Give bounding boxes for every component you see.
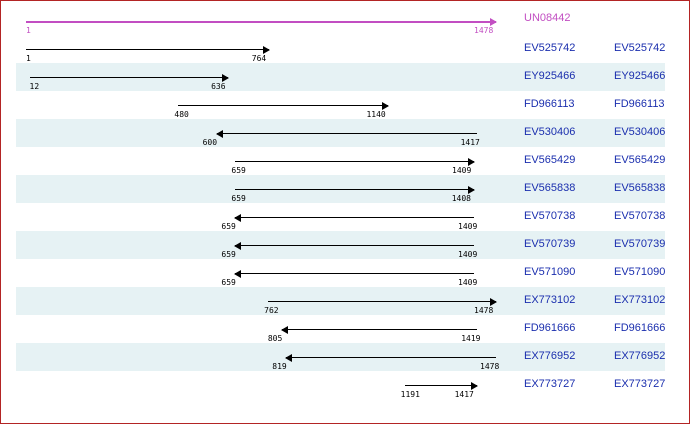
start-position: 1 xyxy=(26,26,31,35)
arrow-right-icon xyxy=(262,46,270,54)
arrow-right-icon xyxy=(468,158,476,166)
alignment-bar xyxy=(280,326,478,334)
start-position: 659 xyxy=(221,278,236,287)
accession-link-secondary[interactable]: EV530406 xyxy=(614,126,666,138)
start-position: 805 xyxy=(267,334,283,343)
arrow-right-icon xyxy=(382,102,390,110)
alignment-row: 1191 1417 EX773727 EX773727 xyxy=(16,371,666,399)
alignment-bar xyxy=(404,382,478,390)
end-position: 1409 xyxy=(458,222,478,231)
arrow-left-icon xyxy=(234,270,242,278)
alignment-row: 1 764 EV525742 EV525742 xyxy=(16,35,665,63)
accession-link[interactable]: FD961666 xyxy=(524,322,576,334)
arrow-left-icon xyxy=(215,130,223,138)
alignment-bar xyxy=(215,130,477,138)
accession-link[interactable]: EV570739 xyxy=(524,238,576,250)
accession-link-secondary[interactable]: EV570738 xyxy=(614,210,666,222)
alignment-row: 805 1419 FD961666 FD961666 xyxy=(16,315,666,343)
alignment-bar xyxy=(235,186,475,194)
alignment-bar xyxy=(235,158,476,166)
alignment-bar xyxy=(234,214,475,222)
end-position: 1478 xyxy=(474,26,494,35)
alignment-row: 659 1409 EV570738 EV570738 xyxy=(16,203,665,231)
accession-link[interactable]: EX773102 xyxy=(524,294,576,306)
start-position: 600 xyxy=(202,138,218,147)
accession-link[interactable]: EX776952 xyxy=(524,350,576,362)
alignment-row: 659 1408 EV565838 EV565838 xyxy=(16,175,665,203)
alignment-bar xyxy=(285,354,496,362)
accession-link[interactable]: EV571090 xyxy=(524,266,576,278)
accession-link-secondary[interactable]: EY925466 xyxy=(614,70,666,82)
reference-bar xyxy=(26,18,497,26)
alignment-row: 659 1409 EV570739 EV570739 xyxy=(16,231,665,259)
accession-link-secondary[interactable]: EV525742 xyxy=(614,42,666,54)
end-position: 1419 xyxy=(461,334,481,343)
arrow-left-icon xyxy=(280,326,288,334)
start-position: 659 xyxy=(221,222,236,231)
start-position: 659 xyxy=(231,194,246,203)
accession-link-secondary[interactable]: EV565429 xyxy=(614,154,666,166)
arrow-left-icon xyxy=(285,354,293,362)
alignment-bar xyxy=(268,298,497,306)
accession-link-secondary[interactable]: EX773727 xyxy=(614,378,666,390)
accession-link[interactable]: EV530406 xyxy=(524,126,576,138)
alignment-row: 762 1478 EX773102 EX773102 xyxy=(16,287,665,315)
start-position: 12 xyxy=(29,82,40,91)
start-position: 659 xyxy=(221,250,236,259)
end-position: 636 xyxy=(211,82,226,91)
start-position: 659 xyxy=(231,166,246,175)
arrow-right-icon xyxy=(467,186,475,194)
accession-link-secondary[interactable]: EV570739 xyxy=(614,238,666,250)
end-position: 1417 xyxy=(454,390,474,399)
accession-link[interactable]: EV570738 xyxy=(524,210,576,222)
alignment-row: 600 1417 EV530406 EV530406 xyxy=(16,119,665,147)
alignment-bar xyxy=(29,74,230,82)
start-position: 1 xyxy=(26,54,31,63)
accession-link-secondary[interactable]: EV571090 xyxy=(614,266,666,278)
arrow-right-icon xyxy=(470,382,478,390)
start-position: 819 xyxy=(272,362,287,371)
alignment-bar xyxy=(234,270,475,278)
arrow-left-icon xyxy=(234,214,242,222)
accession-link-secondary[interactable]: FD961666 xyxy=(614,322,666,334)
start-position: 480 xyxy=(174,110,189,119)
arrow-right-icon xyxy=(490,18,497,26)
end-position: 1408 xyxy=(451,194,471,203)
arrow-right-icon xyxy=(222,74,230,82)
arrow-left-icon xyxy=(234,242,242,250)
accession-link-secondary[interactable]: FD966113 xyxy=(614,98,665,110)
accession-link-secondary[interactable]: EX773102 xyxy=(614,294,666,306)
accession-link[interactable]: EX773727 xyxy=(524,378,576,390)
accession-link[interactable]: EV565838 xyxy=(524,182,576,194)
end-position: 1417 xyxy=(460,138,480,147)
alignment-bar xyxy=(26,46,270,54)
reference-row: 1 1478 UN08442 xyxy=(16,7,665,35)
end-position: 764 xyxy=(251,54,267,63)
accession-link[interactable]: EV565429 xyxy=(524,154,576,166)
alignment-row: 659 1409 EV565429 EV565429 xyxy=(16,147,665,175)
alignment-row: 480 1140 FD966113 FD966113 xyxy=(16,91,665,119)
end-position: 1409 xyxy=(458,250,478,259)
accession-link[interactable]: EV525742 xyxy=(524,42,576,54)
accession-link[interactable]: FD966113 xyxy=(524,98,575,110)
alignment-row: 12 636 EY925466 EY925466 xyxy=(16,63,665,91)
alignment-row: 819 1478 EX776952 EX776952 xyxy=(16,343,665,371)
alignment-bar xyxy=(234,242,475,250)
end-position: 1140 xyxy=(366,110,386,119)
alignment-bar xyxy=(178,102,390,110)
accession-link[interactable]: EY925466 xyxy=(524,70,576,82)
end-position: 1478 xyxy=(480,362,500,371)
start-position: 762 xyxy=(264,306,279,315)
end-position: 1478 xyxy=(474,306,494,315)
end-position: 1409 xyxy=(458,278,478,287)
arrow-right-icon xyxy=(489,298,497,306)
alignment-row: 659 1409 EV571090 EV571090 xyxy=(16,259,665,287)
reference-name: UN08442 xyxy=(524,12,571,24)
start-position: 1191 xyxy=(400,390,420,399)
accession-link-secondary[interactable]: EX776952 xyxy=(614,350,666,362)
accession-link-secondary[interactable]: EV565838 xyxy=(614,182,666,194)
end-position: 1409 xyxy=(452,166,472,175)
